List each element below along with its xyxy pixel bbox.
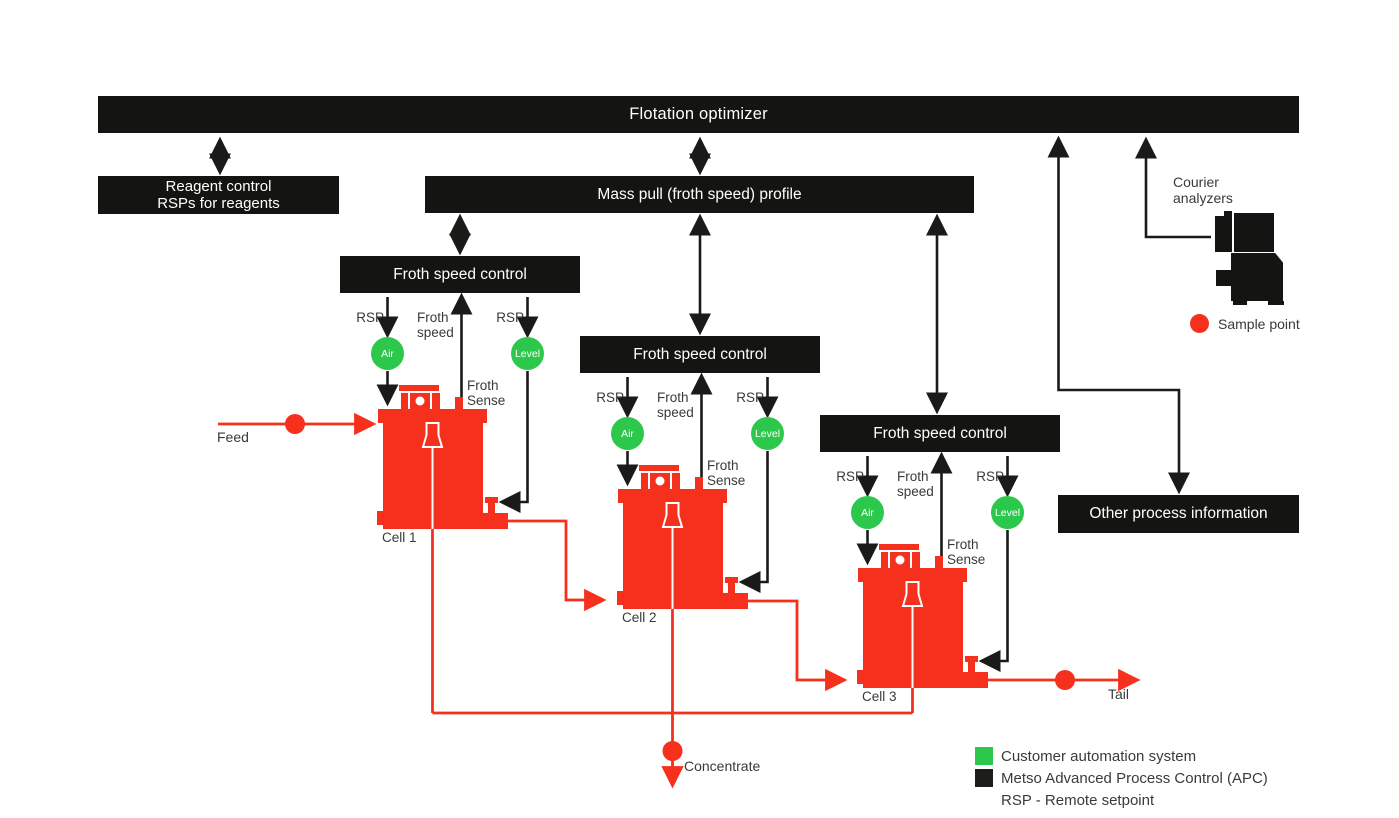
cell2-level-tag-label: Level (754, 427, 781, 440)
tail-label: Tail (1108, 686, 1130, 702)
cell2-froth-sense-label: Froth Sense (707, 458, 745, 488)
sample-point-icon (1190, 314, 1209, 333)
cell2-rsp-air-label: RSP (596, 390, 624, 405)
cell1-level-tag-label: Level (514, 347, 541, 360)
cell2-froth-speed-line1: Froth (657, 390, 689, 405)
cell2-air-control-tag: Air (611, 417, 644, 450)
reagent-control-box: Reagent control RSPs for reagents (98, 176, 339, 214)
cell2-froth-speed-line2: speed (657, 405, 694, 420)
cell2-flotation-cell-icon (617, 465, 748, 609)
cell3-froth-speed-control-box: Froth speed control (820, 415, 1060, 452)
cell3-froth-sense-label: Froth Sense (947, 537, 985, 567)
cell2-level-control-tag: Level (751, 417, 784, 450)
cell3-rsp-level-label: RSP (976, 469, 1004, 484)
other-process-information-box: Other process information (1058, 495, 1299, 533)
cell3-froth-speed-line1: Froth (897, 469, 929, 484)
cell3-name-label: Cell 3 (862, 689, 897, 704)
cell2-rsp-level-label: RSP (736, 390, 764, 405)
cell1-froth-speed-control-label: Froth speed control (393, 265, 527, 283)
cell1-froth-speed-line1: Froth (417, 310, 449, 325)
cell1-control-group: Froth speed control RSP Froth speed RSP … (340, 256, 580, 561)
cell3-flotation-cell-icon (857, 544, 988, 688)
link-courier-optimizer (1134, 136, 1211, 239)
cell3-froth-sense-line1: Froth (947, 537, 979, 552)
cell1-air-control-tag: Air (371, 337, 404, 370)
cell2-level-to-valve-arrow (738, 451, 769, 594)
cell1-froth-speed-line2: speed (417, 325, 454, 340)
flotation-optimizer-label: Flotation optimizer (629, 105, 768, 123)
cell3-control-group: Froth speed control RSP Froth speed RSP … (820, 415, 1060, 720)
cell1-flotation-cell-icon (377, 385, 508, 529)
green-swatch-icon (975, 747, 993, 765)
cell3-level-to-valve-arrow (978, 530, 1009, 673)
concentrate-label: Concentrate (684, 758, 761, 774)
cell3-froth-speed-label: Froth speed (897, 469, 934, 499)
cell3-froth-speed-line2: speed (897, 484, 934, 499)
tail-sample-point (1055, 670, 1075, 690)
cell1-rsp-level-label: RSP (496, 310, 524, 325)
cell1-level-control-tag: Level (511, 337, 544, 370)
concentrate-sample-point (662, 741, 683, 761)
cell2-froth-speed-control-label: Froth speed control (633, 345, 767, 363)
reagent-control-line2: RSPs for reagents (157, 195, 280, 212)
feed-sample-point (285, 414, 305, 434)
cell3-froth-sense-line2: Sense (947, 552, 986, 567)
cell2-name-label: Cell 2 (622, 610, 657, 625)
cell1-level-to-valve-arrow (498, 371, 529, 514)
legend-rsp-definition-label: RSP - Remote setpoint (1001, 791, 1155, 809)
courier-analyzer-icon (1210, 210, 1296, 306)
link-optimizer-otherinfo (1047, 135, 1191, 495)
courier-analyzers-label: Courier analyzers (1173, 174, 1233, 206)
flotation-optimizer-box: Flotation optimizer (98, 96, 1299, 133)
cell1-rsp-air-label: RSP (356, 310, 384, 325)
legend-metso-apc-label: Metso Advanced Process Control (APC) (1001, 769, 1268, 787)
cell2-froth-speed-control-box: Froth speed control (580, 336, 820, 373)
cell1-froth-sense-line2: Sense (467, 393, 506, 408)
legend-item-rsp-definition: RSP - Remote setpoint (975, 789, 1268, 811)
cell3-air-tag-label: Air (861, 506, 874, 519)
cell3-froth-speed-control-label: Froth speed control (873, 424, 1007, 442)
courier-analyzers-line2: analyzers (1173, 190, 1233, 206)
courier-analyzers-line1: Courier (1173, 174, 1219, 190)
legend-item-metso-apc: Metso Advanced Process Control (APC) (975, 767, 1268, 789)
mass-pull-profile-label: Mass pull (froth speed) profile (597, 185, 802, 203)
cell2-to-cell3-line (746, 599, 848, 692)
cell2-froth-sense-line1: Froth (707, 458, 739, 473)
cell1-to-cell2-line (506, 519, 607, 612)
mass-pull-profile-box: Mass pull (froth speed) profile (425, 176, 974, 213)
cell1-froth-sense-label: Froth Sense (467, 378, 505, 408)
cell1-air-tag-label: Air (381, 347, 394, 360)
cell1-froth-sense-line1: Froth (467, 378, 499, 393)
cell2-froth-speed-label: Froth speed (657, 390, 694, 420)
other-process-information-label: Other process information (1089, 505, 1268, 522)
cell1-froth-speed-control-box: Froth speed control (340, 256, 580, 293)
legend: Customer automation system Metso Advance… (975, 745, 1268, 811)
cell3-air-control-tag: Air (851, 496, 884, 529)
cell2-air-tag-label: Air (621, 427, 634, 440)
feed-label: Feed (217, 429, 249, 445)
black-swatch-icon (975, 769, 993, 787)
cell2-control-group: Froth speed control RSP Froth speed RSP … (580, 336, 820, 641)
reagent-control-line1: Reagent control (165, 178, 272, 195)
empty-swatch (975, 791, 993, 809)
legend-customer-automation-label: Customer automation system (1001, 747, 1197, 765)
sample-point-label: Sample point (1218, 316, 1300, 332)
cell1-froth-speed-label: Froth speed (417, 310, 454, 340)
cell3-level-control-tag: Level (991, 496, 1024, 529)
legend-item-customer-automation: Customer automation system (975, 745, 1268, 767)
cell3-rsp-air-label: RSP (836, 469, 864, 484)
cell3-level-tag-label: Level (994, 506, 1021, 519)
cell1-name-label: Cell 1 (382, 530, 417, 545)
cell2-froth-sense-line2: Sense (707, 473, 746, 488)
